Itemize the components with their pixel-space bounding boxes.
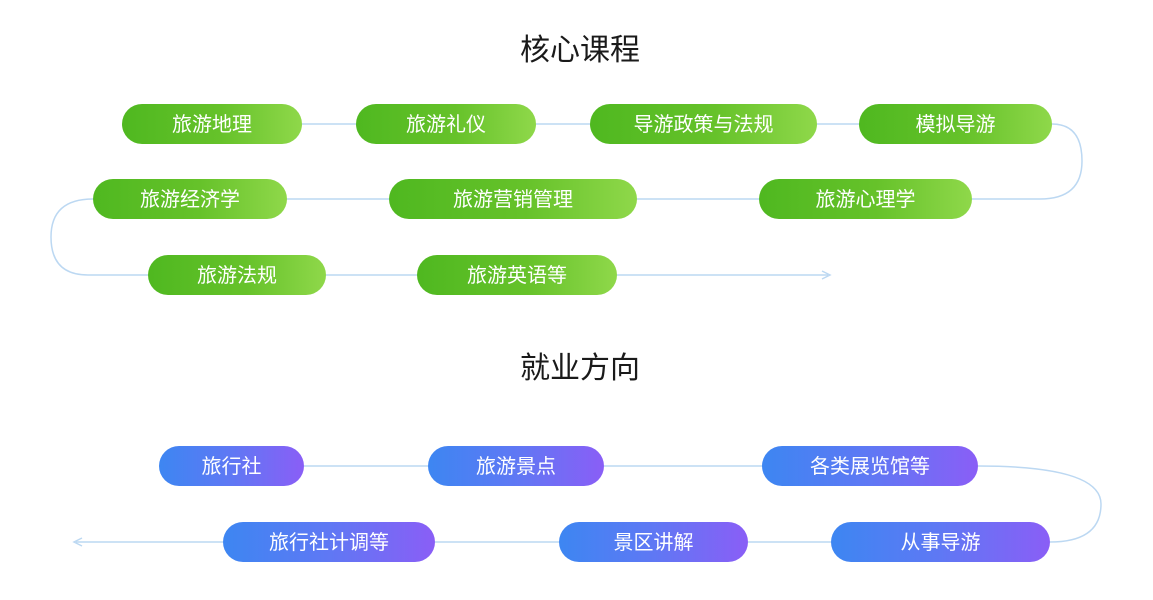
course-tourism-psychology: 旅游心理学 bbox=[759, 179, 972, 219]
course-simulated-guiding: 模拟导游 bbox=[859, 104, 1052, 144]
course-tourism-law: 旅游法规 bbox=[148, 255, 326, 295]
connector-curve bbox=[50, 198, 148, 276]
course-guide-policy-regulations: 导游政策与法规 bbox=[590, 104, 817, 144]
career-directions-title: 就业方向 bbox=[520, 351, 640, 386]
career-travel-agency: 旅行社 bbox=[159, 446, 304, 486]
core-courses-title: 核心课程 bbox=[520, 33, 640, 68]
career-travel-agency-planner: 旅行社计调等 bbox=[223, 522, 435, 562]
career-scenic-area-guide: 景区讲解 bbox=[559, 522, 748, 562]
course-tourism-etiquette: 旅游礼仪 bbox=[356, 104, 536, 144]
arrow-head-right bbox=[821, 270, 832, 280]
course-tourism-english: 旅游英语等 bbox=[417, 255, 617, 295]
career-tourist-attractions: 旅游景点 bbox=[428, 446, 604, 486]
career-tour-guide: 从事导游 bbox=[831, 522, 1050, 562]
arrow-head-left bbox=[72, 537, 83, 547]
connector-curve bbox=[972, 123, 1083, 200]
course-tourism-geography: 旅游地理 bbox=[122, 104, 302, 144]
course-tourism-economics: 旅游经济学 bbox=[93, 179, 287, 219]
connector-curve bbox=[977, 465, 1102, 543]
course-tourism-marketing-management: 旅游营销管理 bbox=[389, 179, 637, 219]
career-exhibition-halls: 各类展览馆等 bbox=[762, 446, 978, 486]
